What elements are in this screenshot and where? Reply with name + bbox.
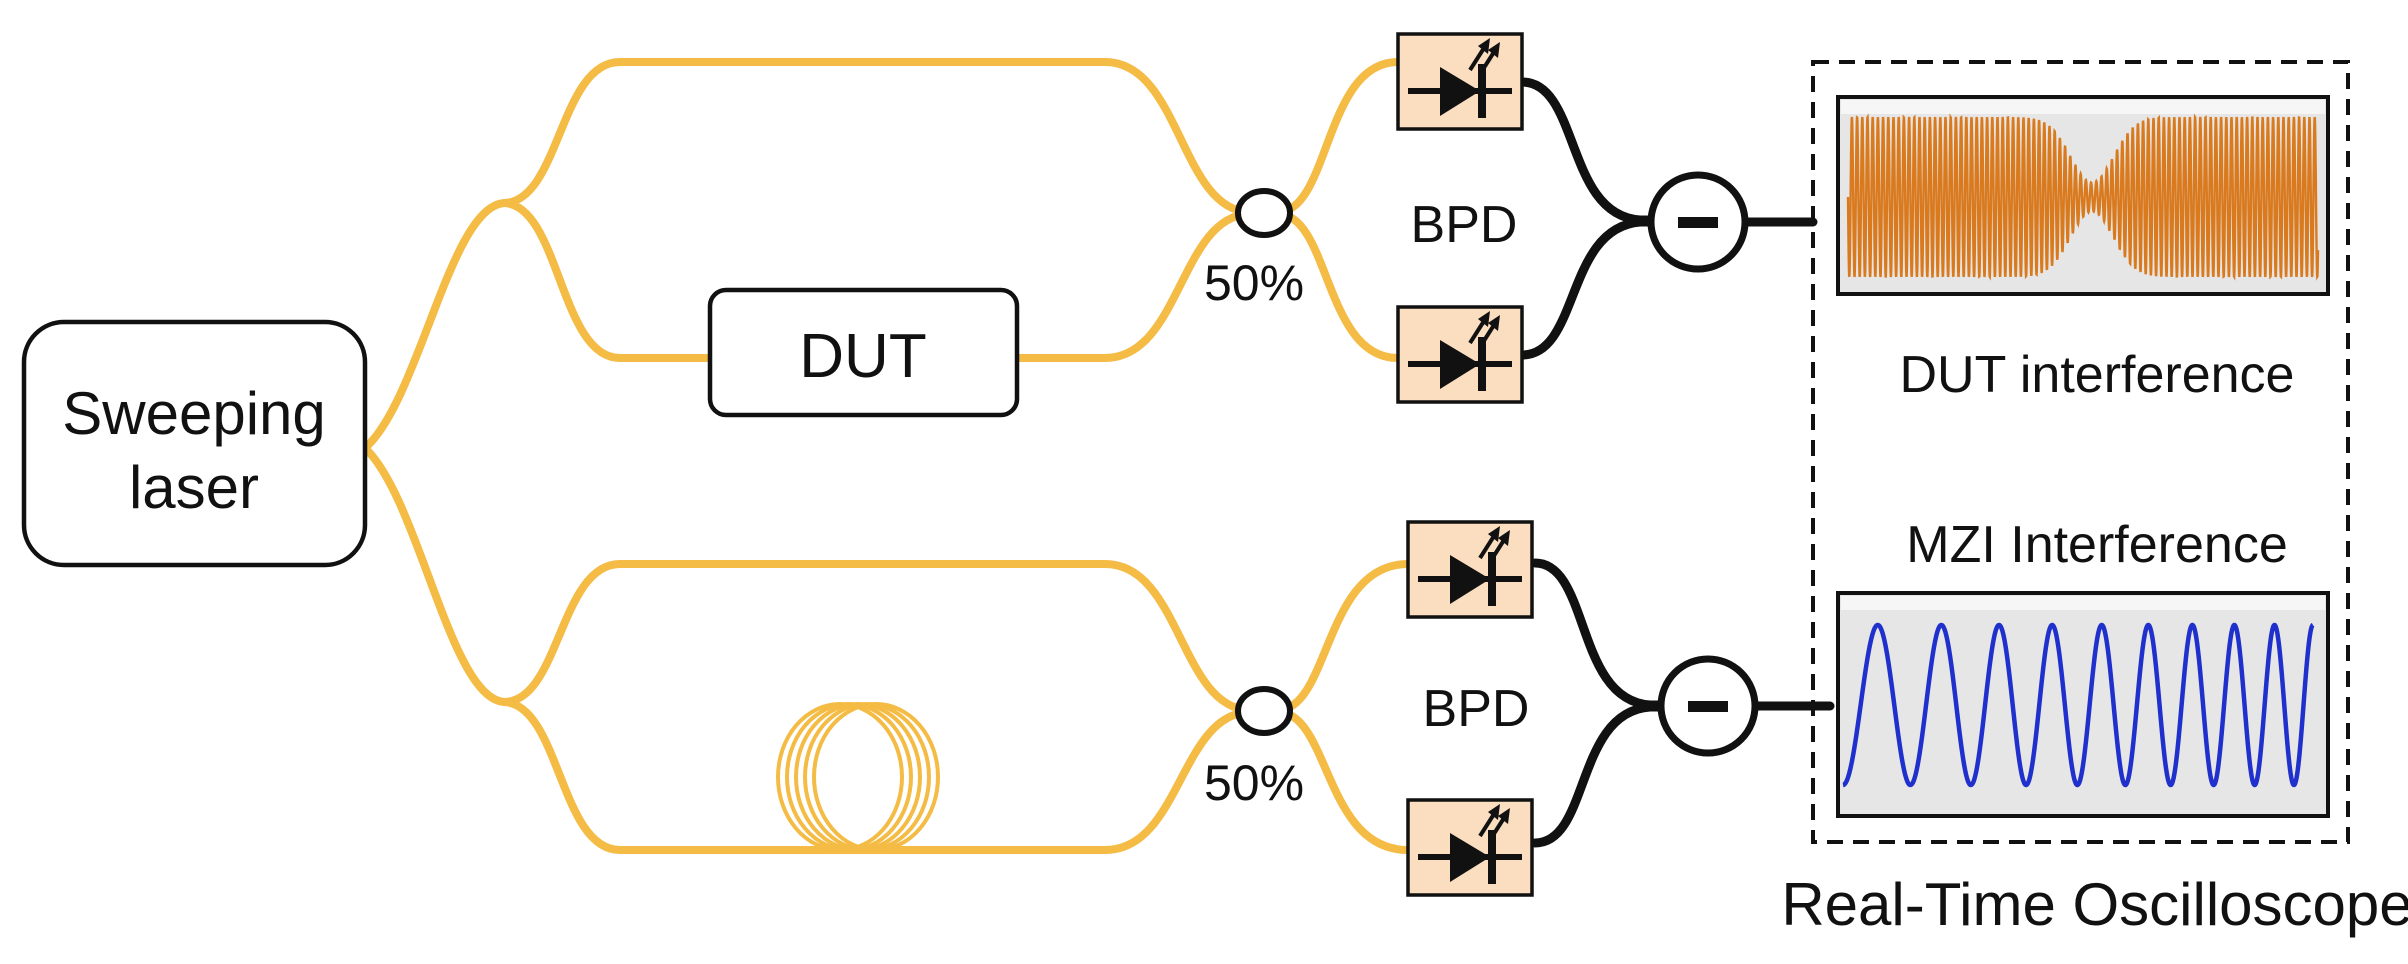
- electrical-wires: [1517, 77, 1835, 848]
- minus-sign: [1678, 217, 1718, 228]
- fiber-upper-coupler-out-b: [1276, 210, 1402, 362]
- subtractor-bottom: [1657, 655, 1759, 757]
- photodiode-icon: [1396, 32, 1524, 131]
- bpd-top-label: BPD: [1411, 196, 1518, 254]
- wire-top-pd1: [1517, 77, 1655, 225]
- wire-bottom-pd2: [1530, 702, 1665, 848]
- fiber-lower-coupler-out-a: [1276, 560, 1412, 714]
- photodiode-icon: [1406, 520, 1534, 619]
- dut-interference-screen: [1836, 95, 2330, 296]
- oscilloscope-frame: [1811, 60, 2350, 844]
- laser-label-line2: laser: [129, 454, 259, 521]
- fiber-laser-to-upper-splitter: [361, 199, 509, 452]
- minus-sign: [1688, 701, 1728, 712]
- dut-interference-label: DUT interference: [1900, 346, 2295, 404]
- dut-label: DUT: [799, 322, 926, 391]
- fiber-upper-reference-arm: [501, 58, 1252, 216]
- dut-box: [707, 287, 1020, 418]
- mzi-interference-label: MZI Interference: [1906, 516, 2287, 574]
- coupler-top: [1235, 188, 1293, 238]
- fiber-coil-icon: [776, 702, 940, 852]
- wire-bottom-pd1: [1530, 558, 1665, 710]
- oscilloscope-label: Real-Time Oscilloscope: [1781, 871, 2408, 938]
- coupler-bottom-label: 50%: [1204, 755, 1304, 811]
- dut-interference-trace: [1846, 113, 2320, 281]
- coil-loop: [812, 702, 940, 852]
- balanced-photodetectors: [1396, 32, 1534, 897]
- dut-screen-highlight: [1841, 100, 2325, 114]
- mzi-interference-trace: [1842, 622, 2315, 788]
- fiber-lower-upper-arm: [501, 560, 1252, 714]
- fiber-lower-coupler-out-b: [1276, 708, 1412, 854]
- bpd-bottom-label: BPD: [1423, 680, 1530, 738]
- fiber-upper-dut-arm-in: [501, 199, 714, 362]
- laser-label-line1: Sweeping: [62, 380, 326, 447]
- photodiode-icon: [1396, 305, 1524, 404]
- subtractor-top: [1647, 171, 1749, 273]
- fiber-laser-to-lower-splitter: [361, 444, 509, 706]
- mzi-screen-highlight: [1841, 596, 2325, 610]
- fiber-lower-delay-arm: [501, 698, 1252, 854]
- sweeping-laser-box: [21, 319, 368, 568]
- coupler-top-label: 50%: [1204, 255, 1304, 311]
- wire-top-pd2: [1517, 217, 1655, 360]
- mzi-interference-screen: [1836, 591, 2330, 818]
- fiber-upper-dut-arm-out: [1013, 210, 1252, 362]
- coupler-bottom: [1235, 686, 1293, 736]
- fiber-upper-coupler-out-a: [1276, 58, 1402, 216]
- photodiode-icon: [1406, 798, 1534, 897]
